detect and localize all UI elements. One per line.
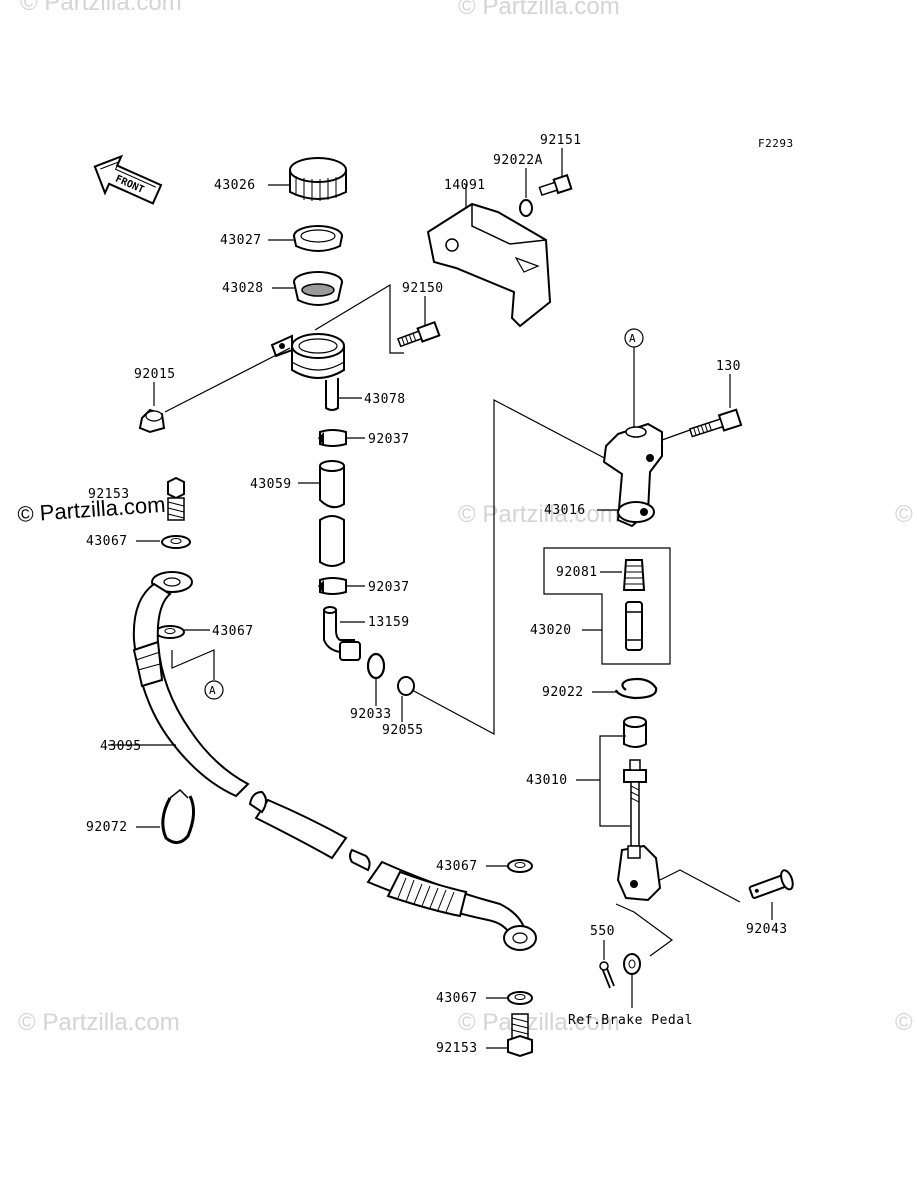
banjo-fitting-upper [151,571,193,593]
label-43067-d: 43067 [436,991,478,1006]
label-92151: 92151 [540,133,582,148]
label-43067-c: 43067 [436,859,478,874]
label-43010: 43010 [526,773,568,788]
clevis [616,844,662,902]
label-43016: 43016 [544,503,586,518]
label-92153-lower: 92153 [436,1041,478,1056]
clamp-92037-upper [318,429,347,447]
push-rod-43010 [623,716,647,847]
label-43020: 43020 [530,623,572,638]
hose-clamp-92072 [161,788,195,844]
diagram-code: F2293 [758,137,794,150]
watermark-middle-center: © Partzilla.com [458,501,620,528]
bolt-92150 [396,320,441,348]
washer-92022A [519,199,533,217]
label-43067-b: 43067 [212,624,254,639]
label-14091: 14091 [444,178,486,193]
callout-a-lower: A [204,680,224,700]
callout-a-upper: A [624,328,644,348]
watermark-top-center: © Partzilla.com [458,0,620,20]
repair-kit-43020 [543,547,671,665]
banjo-bolt-92153-lower [507,1013,533,1058]
label-92072: 92072 [86,820,128,835]
grommet-92015 [138,408,166,434]
washer-43067-a [161,535,191,549]
hose-43059 [319,460,345,567]
label-92022A: 92022A [493,153,543,168]
reference-note-brake-pedal: Ref.Brake Pedal [568,1013,693,1028]
o-ring-92055 [397,676,415,696]
bolt-92151 [538,174,573,196]
label-92015: 92015 [134,367,176,382]
label-43078: 43078 [364,392,406,407]
banjo-bolt-92153-upper [167,476,185,521]
label-13159: 13159 [368,615,410,630]
piston [625,601,643,651]
label-43067-a: 43067 [86,534,128,549]
pedal-washer [623,953,641,975]
washer-43067-d [507,991,533,1005]
clamp-92037-lower [318,577,347,595]
washer-43067-b [155,625,185,639]
watermarks: © Partzilla.com © Partzilla.com © Partzi… [17,0,917,1036]
diaphragm-43028 [293,271,343,306]
label-130: 130 [716,359,741,374]
label-43026: 43026 [214,178,256,193]
label-92022: 92022 [542,685,584,700]
label-92037-lower: 92037 [368,580,410,595]
label-550: 550 [590,924,615,939]
watermark-middle-right: © Partzilla.com [895,501,917,528]
circlip-92022 [614,677,658,700]
label-92033: 92033 [350,707,392,722]
watermark-top-left: © Partzilla.com [20,0,182,16]
label-92150: 92150 [402,281,444,296]
label-43059: 43059 [250,477,292,492]
bolt-130 [688,408,743,438]
circlip-92033 [366,652,386,680]
label-92153-upper: 92153 [88,487,130,502]
label-92037-upper: 92037 [368,432,410,447]
cotter-pin-550 [599,961,615,989]
guard-14091 [426,202,552,328]
watermark-bottom-center: © Partzilla.com [458,1009,620,1036]
banjo-fitting-lower [503,925,537,951]
master-cylinder-43016 [602,422,663,528]
reservoir-cap-43026 [289,157,347,201]
clevis-pin-92043 [748,869,794,899]
label-92043: 92043 [746,922,788,937]
label-92055: 92055 [382,723,424,738]
callout-a-upper-letter: A [629,332,636,345]
reservoir-body-43078 [270,333,345,411]
label-92081: 92081 [556,565,598,580]
washer-43067-c [507,859,533,873]
label-43095: 43095 [100,739,142,754]
label-43027: 43027 [220,233,262,248]
watermark-bottom-right: © Partzilla.com [895,1009,917,1036]
brake-hose-43095 [132,582,528,942]
front-direction-arrow: FRONT [93,154,163,205]
diaphragm-plate-43027 [293,225,343,252]
label-43028: 43028 [222,281,264,296]
elbow-fitting-13159 [323,606,361,661]
cup-92081 [622,559,646,591]
watermark-bottom-left: © Partzilla.com [18,1009,180,1036]
callout-a-lower-letter: A [209,684,216,697]
